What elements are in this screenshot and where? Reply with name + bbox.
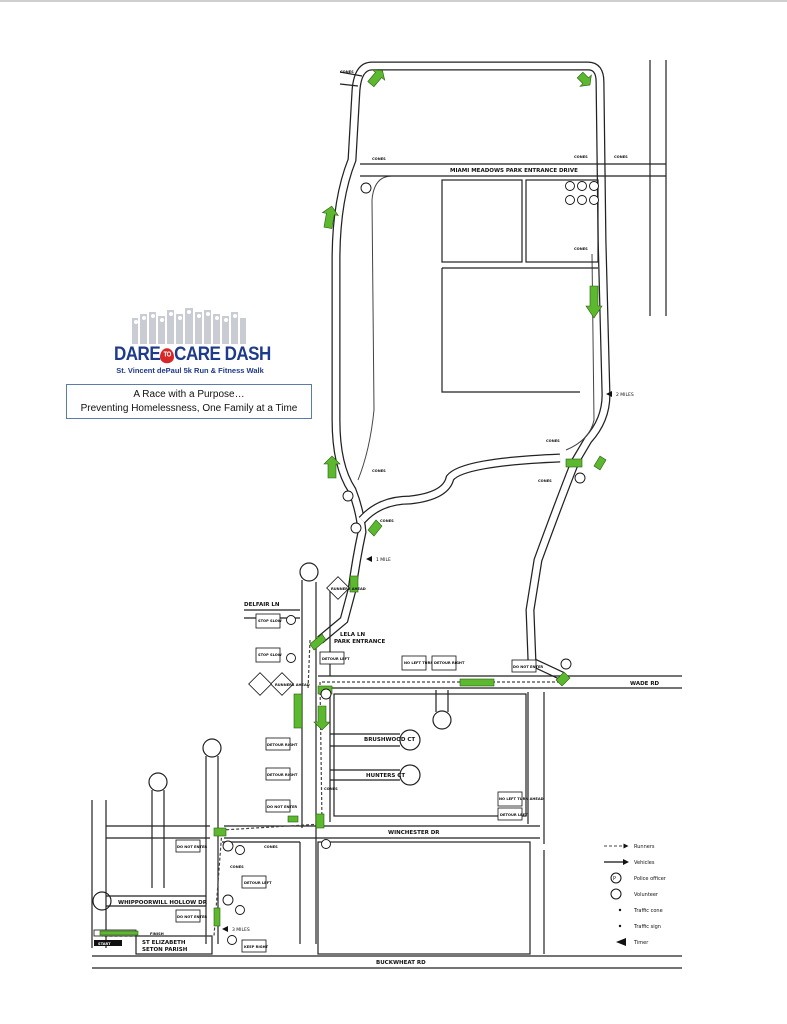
label-wade: WADE RD [630,681,660,687]
svg-text:CONES: CONES [614,155,628,159]
sign-do-not-enter-2: DO NOT ENTER [265,799,297,813]
sign-detour-left-2: DETOUR LEFT [497,807,528,821]
svg-text:CONES: CONES [340,70,354,74]
svg-text:P: P [613,876,616,882]
sign-runners-diamond-2: RUNNERS AHEAD [270,672,310,696]
svg-text:1 MILE: 1 MILE [376,557,391,563]
sign-do-not-enter-4: DO NOT ENTER [175,909,207,923]
sign-stop-slow-1: STOP SLOW [255,613,282,629]
tagline-line-1: A Race with a Purpose… [133,389,245,400]
arrow-top-right [576,71,592,87]
legend-cone: Traffic cone [633,908,663,914]
arrow-turn-right [593,455,607,471]
label-lela: LELA LN [340,632,365,638]
sign-stop-slow-2: STOP SLOW [255,647,282,663]
arrow-mid [367,519,383,537]
svg-text:RUNNERS AHEAD: RUNNERS AHEAD [275,683,310,687]
park-blocks [339,60,667,393]
svg-text:CONES: CONES [372,469,386,473]
label-buckwheat: BUCKWHEAT RD [376,960,426,966]
svg-text:CONES: CONES [546,439,560,443]
sign-detour-right-3: DETOUR RIGHT [265,767,298,781]
svg-text:DETOUR LEFT: DETOUR LEFT [244,881,272,885]
svg-text:DETOUR RIGHT: DETOUR RIGHT [267,773,298,777]
sign-detour-right-2: DETOUR RIGHT [265,737,298,751]
legend-runners: Runners [634,844,655,850]
svg-text:NO LEFT TURN AHEAD: NO LEFT TURN AHEAD [404,661,449,665]
svg-text:DETOUR RIGHT: DETOUR RIGHT [434,661,465,665]
arrow-top-left [367,69,386,88]
svg-text:3 MILES: 3 MILES [232,927,250,933]
svg-text:CONES: CONES [324,787,338,791]
heart-icon: TO [160,348,175,364]
legend-timer: Timer [633,940,649,946]
sign-detour-left-3: DETOUR LEFT [241,875,272,889]
svg-text:CONES: CONES [380,519,394,523]
traffic-signs: DETOUR LEFT NO LEFT TURN AHEAD DETOUR RI… [175,576,544,953]
label-brushwood: BRUSHWOOD CT [364,737,415,743]
label-park-entrance: PARK ENTRANCE [334,639,385,645]
park-loop-route [317,61,611,681]
legend: Runners Vehicles P Police officer Volunt… [604,843,667,946]
label-winchester: WINCHESTER DR [388,830,440,836]
svg-text:CONES: CONES [372,157,386,161]
sign-runners-diamond-3 [248,672,272,696]
arrow-left-up-2 [323,455,341,479]
mile-markers: 1 MILE 2 MILES 3 MILES [222,391,634,933]
finish-label: FINISH [150,932,164,936]
legend-sign: Traffic sign [633,924,661,930]
label-parish-1: ST ELIZABETH [142,940,186,946]
marshals [222,181,599,945]
svg-text:DETOUR LEFT: DETOUR LEFT [322,657,350,661]
arrow-right-down [585,285,603,319]
svg-text:RUNNERS AHEAD: RUNNERS AHEAD [331,587,366,591]
svg-text:CONES: CONES [230,865,244,869]
runners-silhouette-icon [132,308,246,344]
sign-do-not-enter-1: DO NOT ENTER [511,659,543,673]
sign-no-left-2: NO LEFT TURN AHEAD [497,791,544,807]
svg-text:STOP SLOW: STOP SLOW [258,653,282,657]
label-hunters: HUNTERS CT [366,773,405,779]
svg-text:DO NOT ENTER: DO NOT ENTER [177,915,207,919]
sign-detour-right-1: DETOUR RIGHT [431,655,465,671]
label-miami-meadows: MIAMI MEADOWS PARK ENTRANCE DRIVE [450,168,578,174]
arrow-left-up [321,205,339,229]
svg-text:CONES: CONES [538,479,552,483]
legend-vehicles: Vehicles [634,860,655,866]
logo-subtitle: St. Vincent dePaul 5k Run & Fitness Walk [116,366,264,375]
label-whippoorwill: WHIPPOORWILL HOLLOW DR [118,900,208,906]
street-grid [91,562,682,969]
start-label: START [98,942,111,946]
svg-text:STOP SLOW: STOP SLOW [258,619,282,623]
direction-arrows [99,69,607,936]
svg-text:CONES: CONES [574,155,588,159]
svg-text:CONES: CONES [574,247,588,251]
svg-text:KEEP RIGHT: KEEP RIGHT [244,945,269,949]
label-delfair: DELFAIR LN [244,602,280,608]
tagline-line-2: Preventing Homelessness, One Family at a… [80,403,298,414]
svg-text:CONES: CONES [264,845,278,849]
sign-detour-left-1: DETOUR LEFT [319,651,350,665]
cones: CONES CONES CONES CONES CONES CONES CONE… [230,70,628,869]
legend-police: Police officer [634,876,667,882]
label-parish-2: SETON PARISH [142,947,188,953]
svg-text:DETOUR RIGHT: DETOUR RIGHT [267,743,298,747]
tagline-box: A Race with a Purpose… Preventing Homele… [66,384,312,419]
sign-no-left-1: NO LEFT TURN AHEAD [401,655,449,671]
svg-text:DO NOT ENTER: DO NOT ENTER [177,845,207,849]
svg-text:2 MILES: 2 MILES [616,392,634,398]
sign-runners-diamond-1: RUNNERS AHEAD [326,576,366,600]
svg-text:DETOUR LEFT: DETOUR LEFT [500,813,528,817]
svg-text:DO NOT ENTER: DO NOT ENTER [267,805,297,809]
svg-text:NO LEFT TURN AHEAD: NO LEFT TURN AHEAD [499,797,544,801]
svg-text:DO NOT ENTER: DO NOT ENTER [513,665,543,669]
sign-do-not-enter-3: DO NOT ENTER [175,839,207,853]
runner-route-lower [102,639,560,937]
sign-keep-right: KEEP RIGHT [241,939,269,953]
legend-volunteer: Volunteer [634,892,659,898]
top-border [0,0,787,2]
